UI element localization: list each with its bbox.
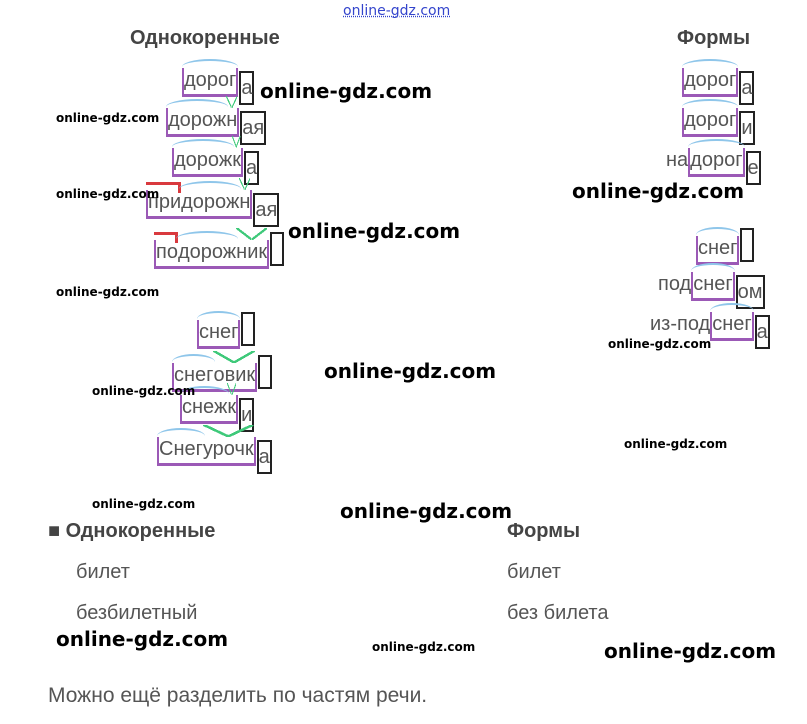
word-stem: подорожник: [154, 228, 270, 269]
root: дорож: [171, 139, 235, 171]
word-stem: снег: [196, 311, 241, 349]
watermark: online-gdz.com: [56, 285, 160, 299]
watermark: online-gdz.com: [92, 497, 196, 511]
watermark: online-gdz.com: [340, 499, 513, 523]
root: дорож: [175, 231, 239, 263]
ending: ая: [253, 193, 280, 227]
watermark: online-gdz.com: [324, 359, 497, 383]
cognate-word: снеговик: [171, 351, 273, 392]
section2-right-heading: Формы: [507, 520, 581, 542]
suffix: н: [239, 178, 251, 213]
root: дорож: [179, 181, 242, 213]
cognate-word: снег: [196, 311, 256, 349]
ending: а: [256, 440, 272, 474]
watermark: online-gdz.com: [288, 219, 461, 243]
root: снег: [695, 227, 740, 259]
root: дорог: [688, 139, 745, 171]
ending: а: [239, 71, 255, 105]
cognate-word: подорожник: [154, 228, 285, 269]
ending: [270, 232, 285, 266]
ending: а: [243, 151, 260, 185]
word-stem: придорожн: [145, 178, 253, 219]
word-stem: снег: [695, 227, 740, 265]
form-word: снег: [695, 227, 755, 265]
section2-left-heading: ■ Однокоренные: [48, 520, 215, 543]
root: Снег: [157, 428, 205, 460]
left-heading: Однокоренные: [130, 27, 280, 49]
suffix: н: [226, 96, 238, 131]
ending: е: [745, 151, 761, 185]
word-stem: дорожн: [165, 96, 240, 137]
watermark: online-gdz.com: [604, 639, 777, 663]
prefix: по: [154, 232, 178, 263]
word-stem: снег: [710, 303, 755, 341]
ending: [740, 228, 755, 262]
root: дорог: [681, 99, 739, 131]
preposition: на: [666, 149, 689, 171]
suffix: ник: [236, 228, 268, 263]
watermark: online-gdz.com: [608, 337, 712, 351]
word-stem: дорог: [181, 59, 239, 97]
preposition: под: [658, 273, 692, 295]
root: снег: [171, 354, 216, 386]
right-heading: Формы: [677, 27, 751, 49]
ending: [241, 312, 256, 346]
root: снег: [196, 311, 241, 343]
watermark: online-gdz.com: [572, 179, 745, 203]
word-stem: дорог: [688, 139, 745, 177]
ending: и: [739, 111, 755, 145]
ending: ая: [240, 111, 267, 145]
suffix: овик: [213, 351, 256, 386]
list-item: билет: [76, 561, 130, 583]
suffix: к: [227, 383, 237, 418]
word-stem: снеговик: [171, 351, 258, 392]
watermark: online-gdz.com: [56, 627, 229, 651]
root: дорог: [181, 59, 239, 91]
root: дорог: [681, 59, 739, 91]
root: дорож: [165, 99, 229, 131]
watermark: online-gdz.com: [372, 640, 476, 654]
word-stem: дорог: [681, 99, 739, 137]
ending: а: [739, 71, 755, 105]
list-item: билет: [507, 561, 561, 583]
watermark: online-gdz.com: [92, 384, 196, 398]
preposition: из-под: [650, 313, 711, 335]
watermark[interactable]: online-gdz.com: [343, 3, 451, 19]
list-item: безбилетный: [76, 602, 198, 624]
bullet-icon: ■: [48, 520, 61, 542]
root: снег: [710, 303, 755, 335]
watermark: online-gdz.com: [56, 111, 160, 125]
list-item: без билета: [507, 602, 609, 624]
watermark: online-gdz.com: [624, 437, 728, 451]
watermark: online-gdz.com: [56, 187, 160, 201]
word-stem: дорожк: [171, 136, 243, 177]
root: снег: [691, 263, 736, 295]
heading-text: Однокоренные: [65, 520, 216, 542]
ending: а: [754, 315, 770, 349]
word-stem: снег: [691, 263, 736, 301]
ending: [258, 355, 273, 389]
note: Можно ещё разделить по частям речи.: [48, 684, 428, 707]
word-stem: дорог: [681, 59, 739, 97]
word-stem: снежк: [179, 383, 239, 424]
word-stem: Снегурочк: [157, 425, 256, 466]
root: снеж: [179, 386, 230, 418]
suffix: урочк: [202, 425, 254, 460]
suffix: к: [232, 136, 241, 171]
watermark: online-gdz.com: [260, 79, 433, 103]
